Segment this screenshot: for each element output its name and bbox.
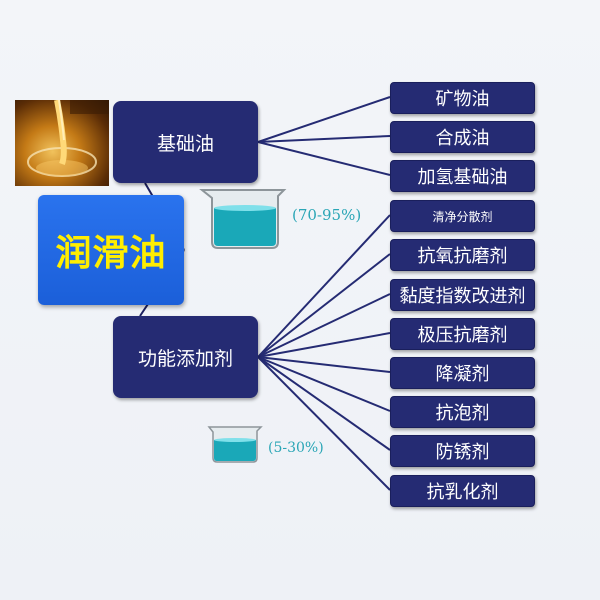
connector-add-1 [257,214,391,358]
leaf-mineral-oil: 矿物油 [390,82,535,114]
category-base-oil: 基础油 [113,101,258,183]
connector-base-1 [257,96,391,143]
base-oil-percent: (70-95%) [292,206,362,224]
leaf-pour-point-depressant: 降凝剂 [390,357,535,389]
connector-add-6 [257,356,391,412]
connector-base-3 [257,141,391,176]
leaf-viscosity-index-improver: 黏度指数改进剂 [390,279,535,311]
connector-add-2 [257,253,391,358]
oil-pour-image [15,100,109,186]
leaf-demulsifier: 抗乳化剂 [390,475,535,507]
connector-add-7 [257,356,391,451]
connector-add-3 [257,293,391,358]
additives-percent: (5-30%) [268,440,324,456]
category-additives: 功能添加剂 [113,316,258,398]
connector-add-4 [257,332,391,358]
beaker-large-icon [198,186,288,250]
connector-base-2 [257,135,391,143]
leaf-detergent-dispersant: 清净分散剂 [390,200,535,232]
beaker-small-icon [206,424,264,464]
leaf-extreme-pressure-antiwear: 极压抗磨剂 [390,318,535,350]
leaf-antifoam: 抗泡剂 [390,396,535,428]
leaf-synthetic-oil: 合成油 [390,121,535,153]
connector-add-5 [257,356,391,373]
main-node-lubricant: 润滑油 [38,195,184,305]
leaf-rust-inhibitor: 防锈剂 [390,435,535,467]
connector-add-8 [257,356,391,491]
leaf-hydrotreated-base-oil: 加氢基础油 [390,160,535,192]
leaf-antioxidant-antiwear: 抗氧抗磨剂 [390,239,535,271]
